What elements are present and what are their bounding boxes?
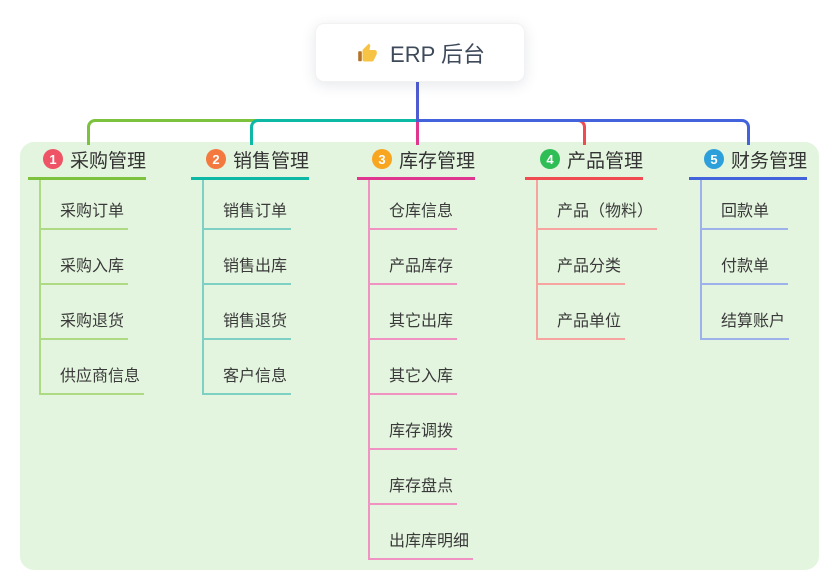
child-node[interactable]: 产品（物料） xyxy=(538,180,658,230)
child-node-label: 产品单位 xyxy=(557,313,622,330)
child-node-label: 采购订单 xyxy=(60,203,125,220)
child-node[interactable]: 供应商信息 xyxy=(41,340,145,395)
child-node-label: 采购入库 xyxy=(60,258,125,275)
child-node[interactable]: 客户信息 xyxy=(204,340,292,395)
branch-children: 产品（物料） 产品分类产品单位 xyxy=(536,180,658,340)
branch-node[interactable]: 2 销售管理 xyxy=(191,147,309,180)
child-node-label: 产品库存 xyxy=(389,258,454,275)
child-node-label: 销售出库 xyxy=(223,258,288,275)
branch-children: 回款单付款单结算账户 xyxy=(700,180,790,340)
branch-label: 产品管理 xyxy=(567,150,644,172)
child-node-label: 产品分类 xyxy=(557,258,622,275)
thumbs-up-icon xyxy=(355,41,379,65)
child-node-label: 库存盘点 xyxy=(389,478,454,495)
child-node-label: 供应商信息 xyxy=(60,368,141,385)
child-node-label: 出库库明细 xyxy=(389,533,470,550)
branch-purchase: 1 采购管理 采购订单采购入库采购退货供应商信息 xyxy=(28,147,198,395)
edge-branch-3 xyxy=(416,121,419,145)
child-node[interactable]: 销售退货 xyxy=(204,285,292,340)
child-node-label: 其它出库 xyxy=(389,313,454,330)
branch-inventory: 3 库存管理 仓库信息产品库存其它出库其它入库库存调拨库存盘点出库库明细 xyxy=(357,147,527,560)
branch-node[interactable]: 5 财务管理 xyxy=(689,147,807,180)
child-node-label: 结算账户 xyxy=(721,313,786,330)
child-node-label: 回款单 xyxy=(721,203,770,220)
branch-label: 销售管理 xyxy=(233,150,310,172)
branch-children: 采购订单采购入库采购退货供应商信息 xyxy=(39,180,145,395)
child-node[interactable]: 产品分类 xyxy=(538,230,626,285)
child-node[interactable]: 产品单位 xyxy=(538,285,626,340)
child-node[interactable]: 采购订单 xyxy=(41,180,129,230)
edge-branch-5 xyxy=(418,119,750,145)
root-node[interactable]: ERP 后台 xyxy=(315,23,525,82)
branch-sales: 2 销售管理 销售订单销售出库销售退货客户信息 xyxy=(191,147,361,395)
child-node-label: 产品（物料） xyxy=(557,203,654,220)
branch-label: 财务管理 xyxy=(731,150,808,172)
child-node[interactable]: 采购入库 xyxy=(41,230,129,285)
branch-product: 4 产品管理 产品（物料） 产品分类产品单位 xyxy=(525,147,695,340)
branch-children: 销售订单销售出库销售退货客户信息 xyxy=(202,180,292,395)
child-node[interactable]: 其它出库 xyxy=(370,285,458,340)
child-node-label: 采购退货 xyxy=(60,313,125,330)
child-node[interactable]: 库存调拨 xyxy=(370,395,458,450)
child-node[interactable]: 采购退货 xyxy=(41,285,129,340)
child-node-label: 付款单 xyxy=(721,258,770,275)
child-node-label: 仓库信息 xyxy=(389,203,454,220)
child-node[interactable]: 销售订单 xyxy=(204,180,292,230)
root-connector-line xyxy=(416,81,419,122)
child-node[interactable]: 出库库明细 xyxy=(370,505,474,560)
root-node-label: ERP 后台 xyxy=(390,41,485,67)
child-node-label: 其它入库 xyxy=(389,368,454,385)
branch-label: 采购管理 xyxy=(70,150,147,172)
branches-panel xyxy=(20,142,819,570)
child-node-label: 销售退货 xyxy=(223,313,288,330)
branch-number-badge: 3 xyxy=(372,149,392,169)
child-node[interactable]: 付款单 xyxy=(702,230,788,285)
child-node-label: 库存调拨 xyxy=(389,423,454,440)
child-node[interactable]: 仓库信息 xyxy=(370,180,458,230)
branch-node[interactable]: 4 产品管理 xyxy=(525,147,643,180)
child-node-label: 客户信息 xyxy=(223,368,288,385)
branch-number-badge: 5 xyxy=(704,149,724,169)
branch-node[interactable]: 1 采购管理 xyxy=(28,147,146,180)
branch-finance: 5 财务管理 回款单付款单结算账户 xyxy=(689,147,839,340)
branch-children: 仓库信息产品库存其它出库其它入库库存调拨库存盘点出库库明细 xyxy=(368,180,474,560)
branch-node[interactable]: 3 库存管理 xyxy=(357,147,475,180)
child-node-label: 销售订单 xyxy=(223,203,288,220)
child-node[interactable]: 产品库存 xyxy=(370,230,458,285)
child-node[interactable]: 结算账户 xyxy=(702,285,790,340)
child-node[interactable]: 回款单 xyxy=(702,180,788,230)
child-node[interactable]: 销售出库 xyxy=(204,230,292,285)
branch-label: 库存管理 xyxy=(399,150,476,172)
branch-number-badge: 1 xyxy=(43,149,63,169)
child-node[interactable]: 其它入库 xyxy=(370,340,458,395)
branch-number-badge: 2 xyxy=(206,149,226,169)
child-node[interactable]: 库存盘点 xyxy=(370,450,458,505)
branch-number-badge: 4 xyxy=(540,149,560,169)
edge-branch-2 xyxy=(250,119,418,145)
